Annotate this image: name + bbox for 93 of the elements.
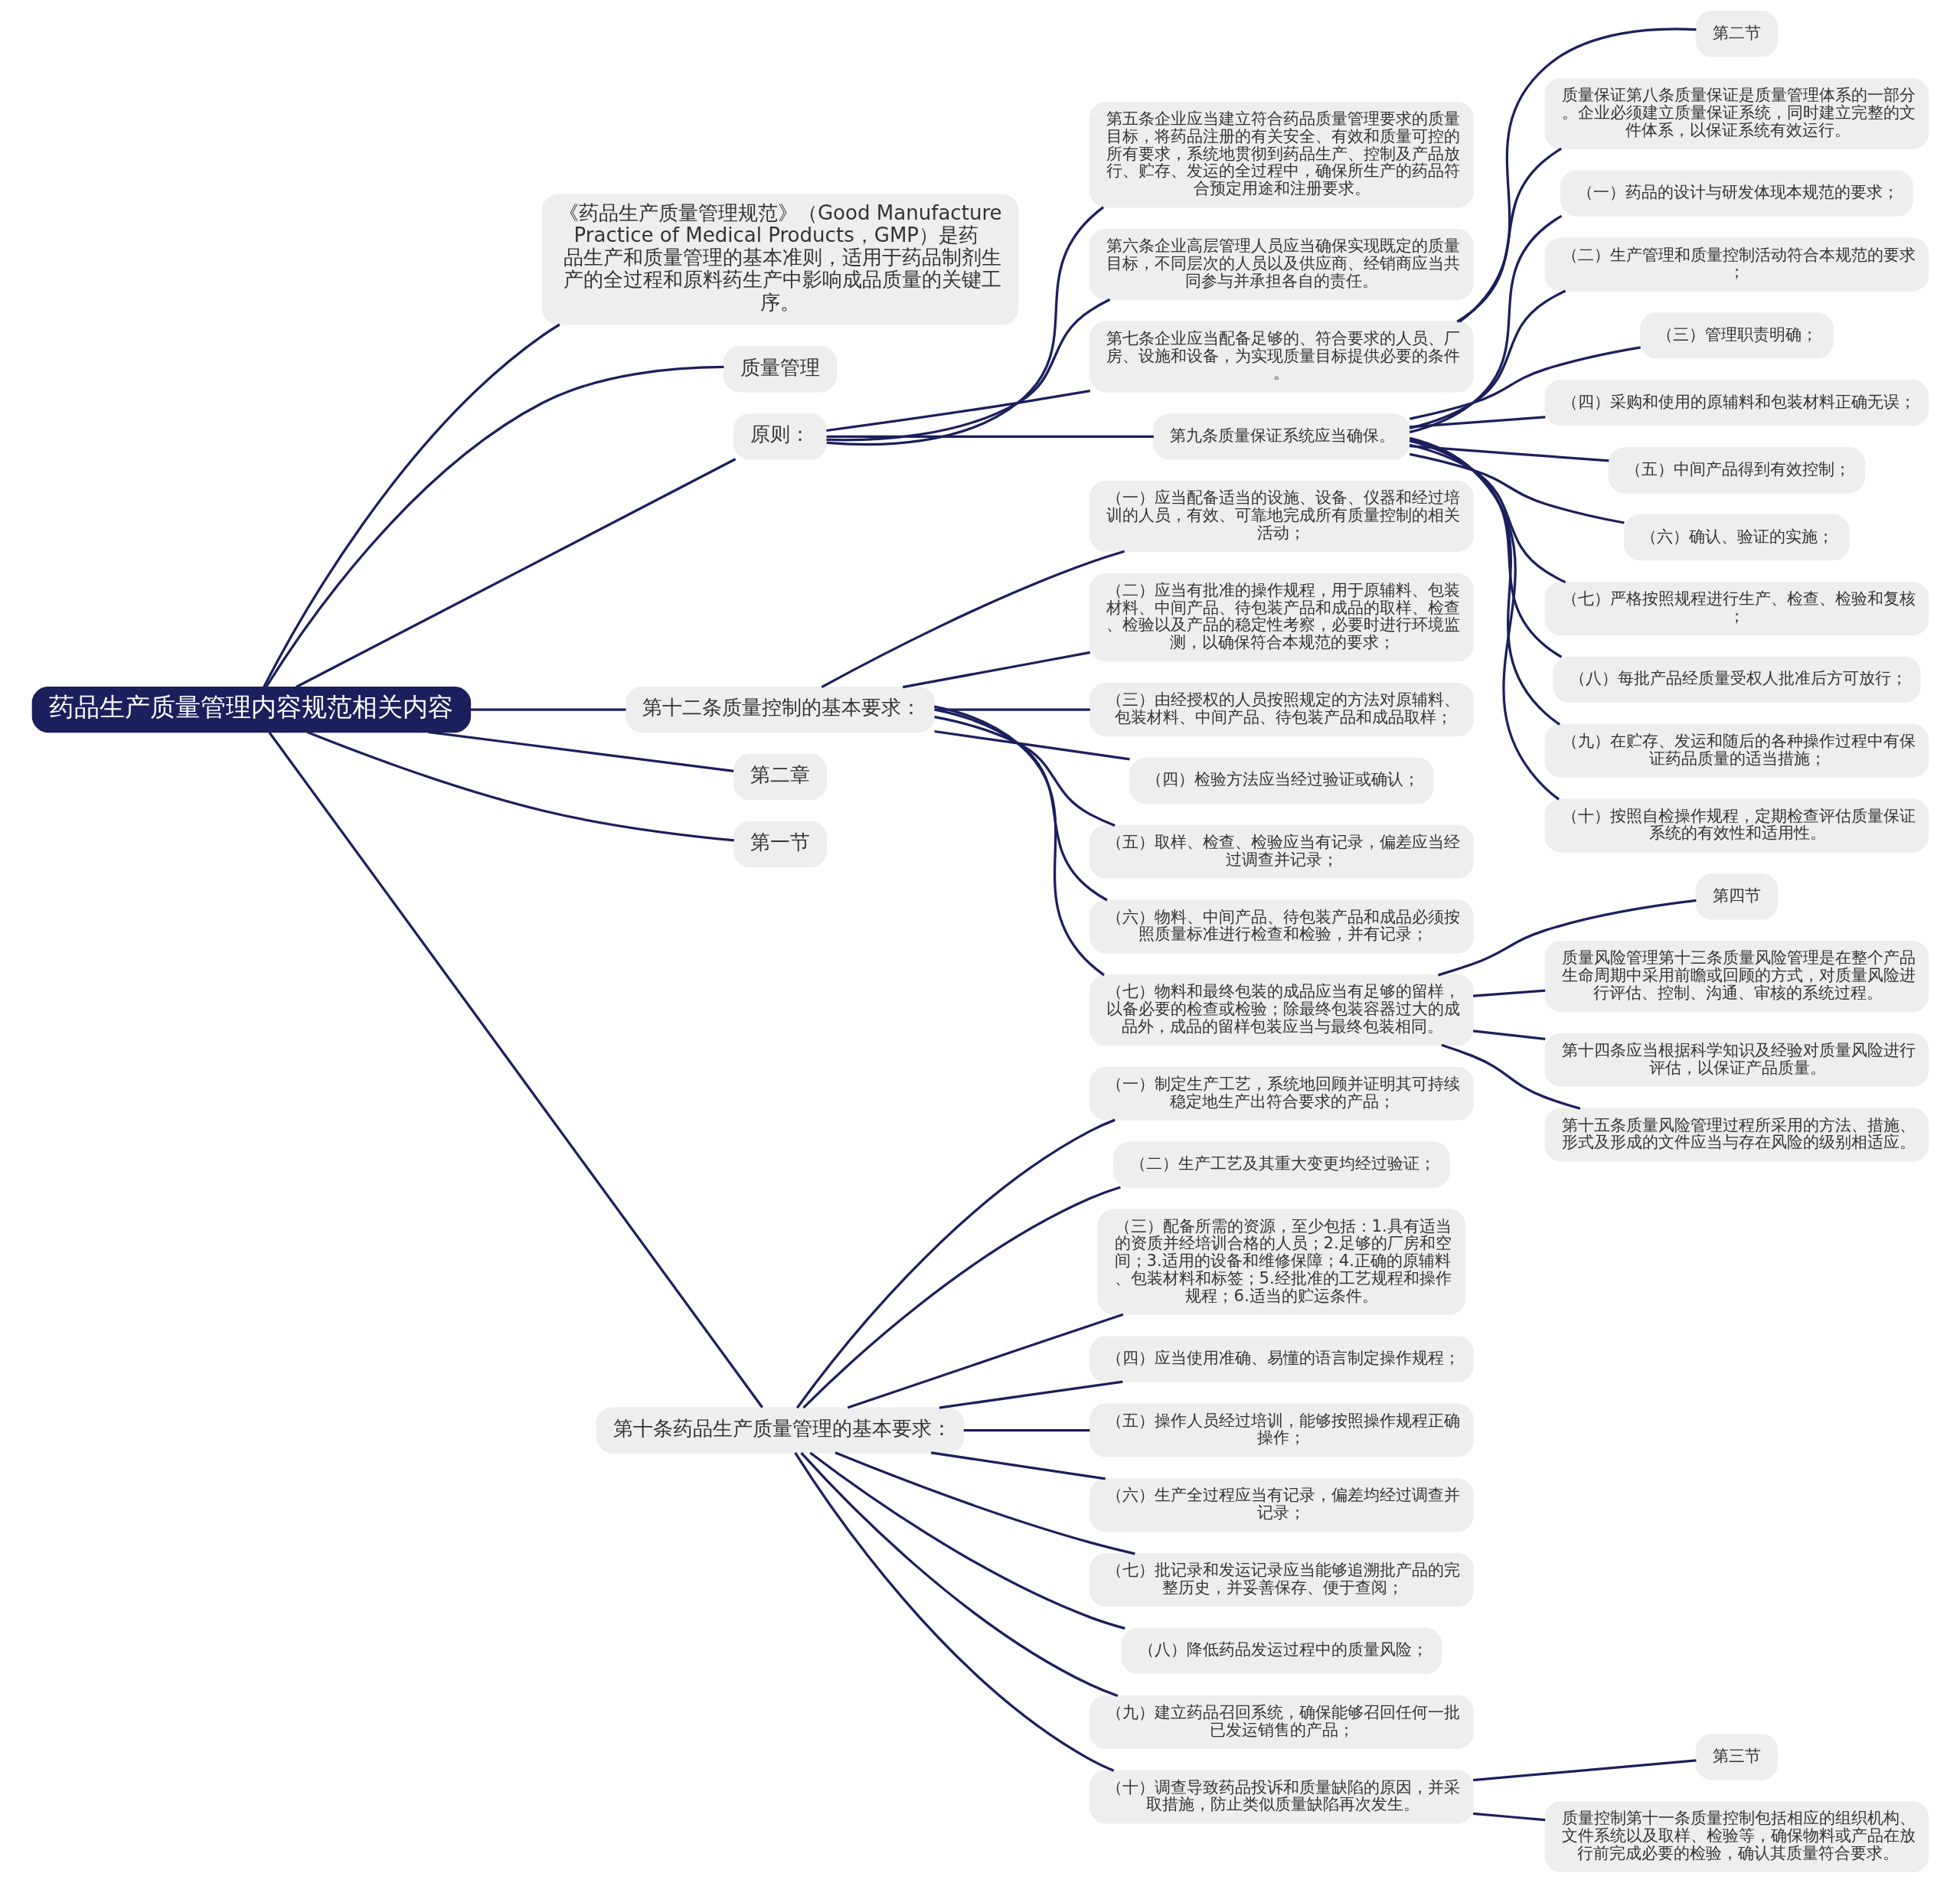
- node-box: （二）生产管理和质量控制活动符合本规范的要求；: [1544, 237, 1929, 292]
- connector: [934, 708, 1090, 711]
- node-box: （九）在贮存、发运和随后的各种操作过程中有保证药品质量的适当措施；: [1544, 723, 1929, 778]
- node-box: （七）严格按照规程进行生产、检查、检验和复核；: [1544, 582, 1929, 636]
- connector: [1409, 416, 1546, 429]
- node-box: 第三节: [1695, 1734, 1778, 1780]
- connector: [1409, 346, 1641, 420]
- node-box: 第十五条质量风险管理过程所采用的方法、措施、形式及形成的文件应当与存在风险的级别相适应。: [1544, 1108, 1929, 1162]
- connector: [933, 705, 1105, 977]
- node-box: （二）生产工艺及其重大变更均经过验证；: [1112, 1141, 1450, 1188]
- node-box: （十）按照自检操作规程，定期检查评估质量保证系统的有效性和适用性。: [1544, 798, 1929, 853]
- node-box: 第十条药品生产质量管理的基本要求：: [596, 1407, 964, 1454]
- connector: [1409, 438, 1560, 726]
- node-box: 第十二条质量控制的基本要求：: [625, 686, 935, 733]
- connector: [933, 716, 1116, 827]
- connector: [1437, 899, 1697, 977]
- node-box: 第二节: [1695, 11, 1778, 57]
- node-box: （四）应当使用准确、易懂的语言制定操作规程；: [1089, 1336, 1474, 1382]
- node-box: （一）应当配备适当的设施、设备、仪器和经过培训的人员，有效、可靠地完成所有质量控制的相关活动；: [1089, 481, 1474, 552]
- node-box: 质量管理: [723, 346, 837, 393]
- node-box: （七）物料和最终包装的成品应当有足够的留样，以备必要的检查或检验；除最终包装容器过大的成品外，成品的留样包装应当与最终包装相同。: [1089, 974, 1474, 1046]
- node-box: （八）降低药品发运过程中的质量风险；: [1121, 1627, 1442, 1674]
- connector: [264, 365, 724, 688]
- connector: [1409, 289, 1566, 429]
- connector: [808, 1451, 1125, 1630]
- node-box: （一）制定生产工艺，系统地回顾并证明其可持续稳定地生产出符合要求的产品；: [1089, 1066, 1474, 1121]
- connector: [939, 1380, 1123, 1409]
- connector: [1459, 28, 1696, 323]
- node-box: （五）中间产品得到有效控制；: [1608, 447, 1865, 494]
- node-box: （三）配备所需的资源，至少包括：1.具有适当的资质并经培训合格的人员；2.足够的厂房和空间；3.适用的设备和维修保障；4.正确的原辅料、包装材料和标签；5.经批准的工艺规程和操作规程；6.适当的贮运条件。: [1097, 1209, 1465, 1315]
- node-box: 药品生产质量管理内容规范相关内容: [31, 686, 471, 733]
- node-box: 第五条企业应当建立符合药品质量管理要求的质量目标，将药品注册的有关安全、有效和质量可控的所有要求，系统地贯彻到药品生产、控制及产品放行、贮存、发运的全过程中，确保所生产的药品符合预定用途和注册要求。: [1089, 101, 1474, 208]
- node-box: （九）建立药品召回系统，确保能够召回任何一批已发运销售的产品；: [1089, 1695, 1474, 1749]
- connector: [834, 1451, 1135, 1555]
- node-box: 第九条质量保证系统应当确保。: [1152, 413, 1410, 460]
- connector: [825, 298, 1110, 442]
- node-box: 原则：: [733, 413, 827, 460]
- connector: [802, 1186, 1121, 1409]
- node-box: 质量保证第八条质量保证是质量管理体系的一部分。企业必须建立质量保证系统，同时建立完整的文件体系，以保证系统有效运行。: [1544, 77, 1929, 149]
- connector: [295, 458, 736, 688]
- connector: [963, 1428, 1089, 1432]
- connector: [799, 1452, 1118, 1697]
- connector: [427, 730, 733, 773]
- connector: [1440, 1043, 1580, 1110]
- node-box: 《药品生产质量管理规范》（Good Manufacture Practice of Medical Products，GMP）是药品生产和质量管理的基本准则，适用于药品制剂生产的全过程和原料药生产中影响成品质量的关键工序。: [541, 194, 1018, 325]
- node-box: 质量风险管理第十三条质量风险管理是在整个产品生命周期中采用前瞻或回顾的方式，对质量风险进行评估、控制、沟通、审核的系统过程。: [1544, 941, 1929, 1013]
- connector: [470, 708, 626, 711]
- connector: [1472, 1759, 1697, 1782]
- connector: [795, 1118, 1116, 1409]
- connector: [306, 731, 734, 842]
- connector: [1409, 452, 1625, 524]
- node-box: （六）物料、中间产品、待包装产品和成品必须按照质量标准进行检查和检验，并有记录；: [1089, 899, 1474, 954]
- connector: [825, 390, 1090, 432]
- node-box: 第二章: [733, 753, 827, 801]
- node-box: （二）应当有批准的操作规程，用于原辅料、包装材料、中间产品、待包装产品和成品的取样、检查、检验以及产品的稳定性考察，必要时进行环境监测，以确保符合本规范的要求；: [1089, 573, 1474, 662]
- connector: [847, 1313, 1123, 1409]
- node-box: （三）由经授权的人员按照规定的方法对原辅料、包装材料、中间产品、待包装产品和成品取样；: [1089, 683, 1474, 737]
- connector: [1409, 443, 1566, 584]
- connector: [1455, 147, 1562, 323]
- connector: [262, 323, 560, 688]
- node-box: （五）取样、检查、检验应当有记录，偏差应当经过调查并记录；: [1089, 824, 1474, 879]
- connector: [1409, 436, 1560, 801]
- node-box: （一）药品的设计与研发体现本规范的要求；: [1560, 170, 1913, 217]
- connector: [933, 729, 1130, 761]
- node-box: 第六条企业高层管理人员应当确保实现既定的质量目标，不同层次的人员以及供应商、经销商应当共同参与并承担各自的责任。: [1089, 229, 1474, 300]
- node-box: （四）采购和使用的原辅料和包装材料正确无误；: [1544, 380, 1929, 426]
- connector: [902, 651, 1090, 689]
- node-box: （五）操作人员经过培训，能够按照操作规程正确操作；: [1089, 1403, 1474, 1457]
- connector: [826, 206, 1104, 446]
- node-box: 第四节: [1695, 873, 1778, 920]
- node-box: （八）每批产品经质量受权人批准后方可放行；: [1552, 656, 1921, 703]
- node-box: 第十四条应当根据科学知识及经验对质量风险进行评估，以保证产品质量。: [1544, 1033, 1929, 1087]
- node-box: 第七条企业应当配备足够的、符合要求的人员、厂房、设施和设备，为实现质量目标提供必要的条件。: [1089, 321, 1474, 393]
- node-box: （三）管理职责明确；: [1639, 312, 1834, 359]
- connector: [1409, 214, 1562, 434]
- connector: [267, 731, 763, 1408]
- node-box: （四）检验方法应当经过验证或确认；: [1129, 757, 1434, 804]
- node-box: （六）生产全过程应当有记录，偏差均经过调查并记录；: [1089, 1478, 1474, 1532]
- node-box: 第一节: [733, 821, 827, 868]
- connector: [1472, 1812, 1545, 1822]
- connector: [793, 1452, 1114, 1772]
- connector: [934, 708, 1108, 902]
- connector: [1409, 444, 1609, 462]
- node-box: （十）调查导致药品投诉和质量缺陷的原因，并采取措施，防止类似质量缺陷再次发生。: [1089, 1770, 1474, 1824]
- connector: [1472, 1030, 1545, 1040]
- connector: [821, 550, 1125, 688]
- node-box: 质量控制第十一条质量控制包括相应的组织机构、文件系统以及取样、检验等，确保物料或产品在放行前完成必要的检验，确认其质量符合要求。: [1544, 1801, 1929, 1872]
- node-box: （六）确认、验证的实施；: [1623, 514, 1850, 561]
- node-box: （七）批记录和发运记录应当能够追溯批产品的完整历史，并妥善保存、便于查阅；: [1089, 1553, 1474, 1607]
- connector: [1472, 989, 1545, 997]
- connector: [1409, 439, 1562, 658]
- connector: [930, 1451, 1106, 1480]
- connector: [826, 435, 1154, 438]
